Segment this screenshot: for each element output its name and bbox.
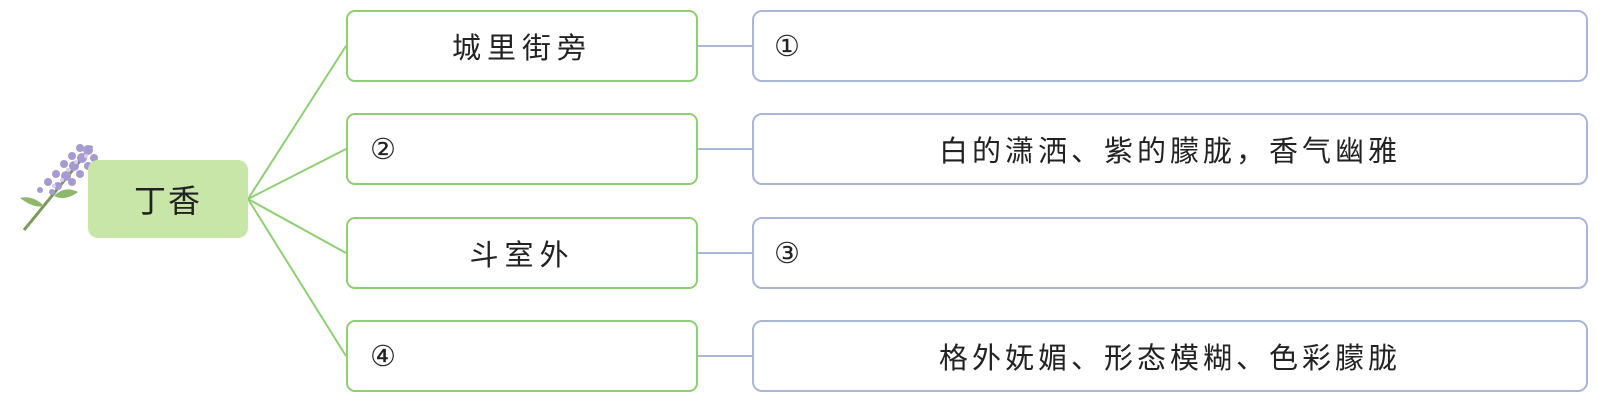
description-text-2: 白的潇洒、紫的朦胧，香气幽雅 bbox=[938, 134, 1401, 168]
description-box-2: 白的潇洒、紫的朦胧，香气幽雅 bbox=[752, 113, 1588, 185]
branch-label-4: ④ bbox=[370, 339, 396, 373]
description-text-1: ① bbox=[774, 29, 800, 63]
description-text-4: 格外妩媚、形态模糊、色彩朦胧 bbox=[938, 341, 1401, 375]
description-box-3: ③ bbox=[752, 217, 1588, 289]
lilac-flower-icon bbox=[20, 144, 98, 231]
branch-line-2 bbox=[247, 148, 347, 200]
root-node: 丁香 bbox=[88, 160, 248, 238]
branch-label-3: 斗室外 bbox=[469, 238, 575, 272]
branch-box-4: ④ bbox=[346, 320, 698, 392]
branch-box-2: ② bbox=[346, 113, 698, 185]
root-label: 丁香 bbox=[133, 182, 202, 220]
branch-label-2: ② bbox=[370, 132, 396, 166]
branch-label-1: 城里街旁 bbox=[451, 31, 592, 65]
branch-line-4 bbox=[247, 198, 347, 357]
description-box-1: ① bbox=[752, 10, 1588, 82]
branch-line-1 bbox=[247, 45, 347, 200]
description-box-4: 格外妩媚、形态模糊、色彩朦胧 bbox=[752, 320, 1588, 392]
branch-box-1: 城里街旁 bbox=[346, 10, 698, 82]
branch-box-3: 斗室外 bbox=[346, 217, 698, 289]
branch-line-3 bbox=[247, 198, 347, 254]
description-text-3: ③ bbox=[774, 236, 800, 270]
